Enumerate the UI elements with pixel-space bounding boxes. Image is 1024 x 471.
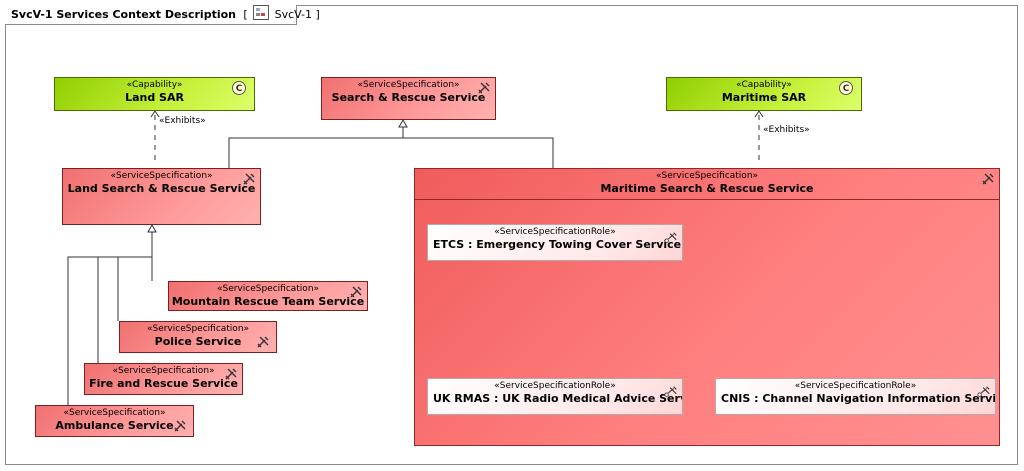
service-police[interactable]: «ServiceSpecification» Police Service — [119, 321, 277, 353]
node-name: CNIS : Channel Navigation Information Se… — [721, 392, 996, 405]
exhibits-land-arrow — [150, 110, 160, 118]
role-etcs[interactable]: «ServiceSpecificationRole» ETCS : Emerge… — [427, 224, 683, 261]
exhibits-land-label: «Exhibits» — [159, 116, 206, 126]
node-name: Maritime SAR — [721, 91, 807, 104]
tools-icon — [478, 82, 490, 94]
tools-icon — [257, 336, 269, 348]
node-name: Police Service — [154, 335, 242, 348]
node-name: Land Search & Rescue Service — [67, 182, 256, 195]
node-name: Maritime Search & Rescue Service — [600, 182, 814, 195]
node-name: Mountain Rescue Team Service — [171, 295, 365, 308]
tools-icon — [982, 173, 994, 185]
service-fire-rescue[interactable]: «ServiceSpecification» Fire and Rescue S… — [84, 363, 243, 395]
service-search-rescue[interactable]: «ServiceSpecification» Search & Rescue S… — [321, 77, 496, 120]
diagram-title-tab[interactable]: SvcV-1 Services Context Description [ Sv… — [5, 5, 320, 25]
diagram-icon — [253, 5, 270, 20]
stereotype-label: «ServiceSpecification» — [216, 284, 320, 294]
stereotype-label: «ServiceSpecification» — [655, 171, 759, 181]
exhibits-maritime-label: «Exhibits» — [763, 125, 810, 135]
exhibits-maritime-arrow — [754, 110, 764, 118]
node-name: Search & Rescue Service — [331, 91, 486, 104]
stereotype-label: «ServiceSpecification» — [112, 366, 215, 376]
diagram-title: SvcV-1 Services Context Description — [11, 8, 236, 21]
service-ambulance[interactable]: «ServiceSpecification» Ambulance Service — [35, 405, 194, 437]
capability-icon: C — [839, 81, 853, 95]
service-land-search-rescue[interactable]: «ServiceSpecification» Land Search & Res… — [62, 168, 261, 225]
service-mountain-rescue[interactable]: «ServiceSpecification» Mountain Rescue T… — [168, 281, 368, 311]
role-tools-icon — [977, 386, 990, 397]
generalization-arrowhead-land — [147, 223, 157, 233]
stereotype-label: «ServiceSpecificationRole» — [494, 227, 616, 237]
generalization-arrowhead — [398, 118, 408, 128]
stereotype-label: «ServiceSpecificationRole» — [794, 381, 917, 391]
capability-icon: C — [232, 81, 246, 95]
tools-icon — [243, 173, 255, 185]
role-cnis[interactable]: «ServiceSpecificationRole» CNIS : Channe… — [715, 378, 996, 415]
stereotype-label: «ServiceSpecification» — [357, 80, 460, 90]
tools-icon — [225, 368, 237, 380]
stereotype-label: «ServiceSpecification» — [110, 171, 213, 181]
node-name: Land SAR — [125, 91, 184, 104]
capability-maritime-sar[interactable]: «Capability» Maritime SAR C — [666, 77, 862, 111]
node-name: UK RMAS : UK Radio Medical Advice Servic… — [433, 392, 683, 405]
tools-icon — [174, 420, 186, 432]
node-name: Fire and Rescue Service — [89, 377, 238, 390]
node-name: Ambulance Service — [55, 419, 174, 432]
stereotype-label: «ServiceSpecificationRole» — [494, 381, 616, 391]
generalization-maritime — [403, 137, 554, 168]
stereotype-label: «ServiceSpecification» — [63, 408, 166, 418]
role-uk-rmas[interactable]: «ServiceSpecificationRole» UK RMAS : UK … — [427, 378, 683, 415]
node-name: ETCS : Emergency Towing Cover Service — [433, 238, 682, 251]
stereotype-label: «Capability» — [736, 80, 792, 90]
role-tools-icon — [664, 386, 677, 397]
diagram-ref: [ SvcV-1 ] — [240, 5, 320, 21]
stereotype-label: «ServiceSpecification» — [146, 324, 250, 334]
role-tools-icon — [664, 232, 677, 243]
generalization-police — [67, 256, 152, 405]
tools-icon — [350, 286, 362, 298]
capability-land-sar[interactable]: «Capability» Land SAR C — [54, 77, 255, 111]
stereotype-label: «Capability» — [126, 80, 183, 90]
node-header: «ServiceSpecification» Maritime Search &… — [415, 171, 999, 200]
generalization-land — [228, 126, 404, 168]
